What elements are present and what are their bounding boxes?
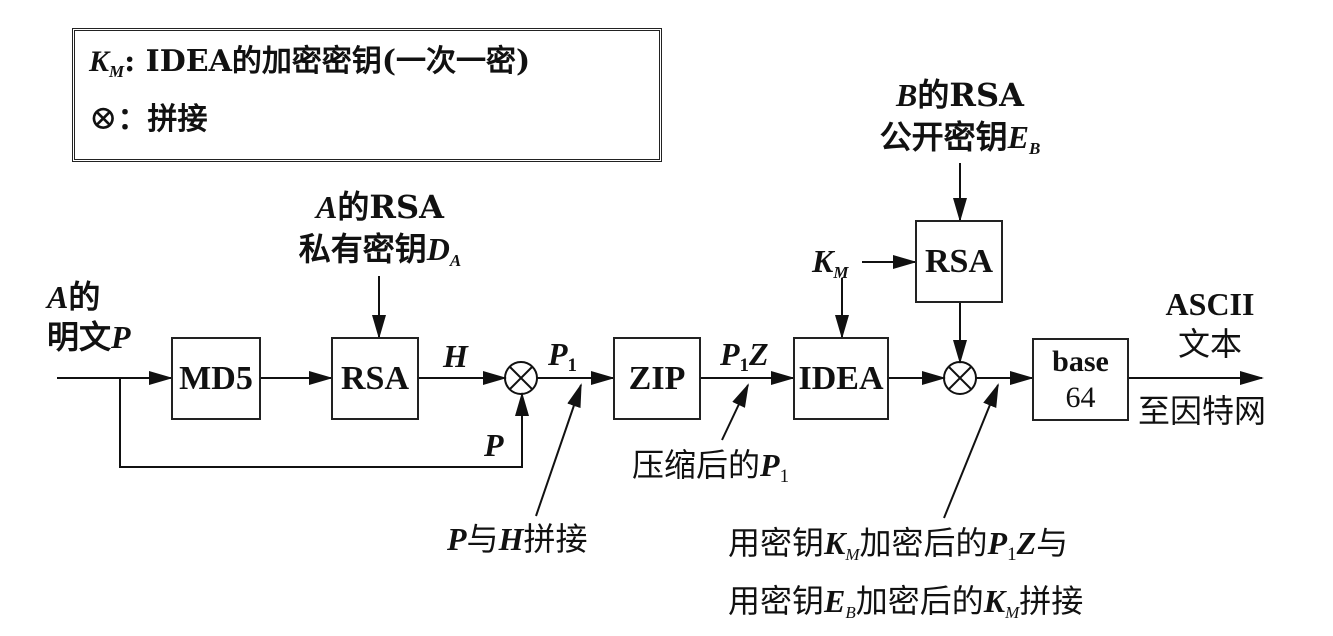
signal-h-label: H [443, 338, 468, 374]
wire-feedback-p [119, 378, 529, 468]
a-key-d: D [426, 231, 450, 267]
ann-f1-b: 加密后的 [859, 524, 988, 562]
legend-km-desc: : IDEA的加密密钥(一次一密) [124, 44, 531, 79]
rsa-encrypt-block: RSA [915, 220, 1003, 303]
idea-label: IDEA [798, 359, 884, 397]
pointer-final [943, 383, 999, 519]
b-key-sub: B [1029, 139, 1041, 158]
output-label-top: ASCII 文本 [1150, 284, 1270, 364]
base64-label-line1: base [1052, 344, 1109, 378]
legend-box: KM: IDEA的加密密钥(一次一密) ⊗：拼接 [72, 28, 662, 162]
pointer-compressed [721, 383, 749, 441]
legend-row-km: KM: IDEA的加密密钥(一次一密) [89, 39, 645, 95]
a-key-var: A [316, 189, 338, 225]
legend-km-sub: M [109, 62, 125, 81]
b-key-e: E [1007, 119, 1029, 155]
ann-h: H [498, 521, 524, 557]
km-var: K [812, 243, 834, 279]
rsa-encrypt-label: RSA [924, 242, 994, 280]
ann-f1-p: P [987, 525, 1008, 561]
a-plain-text1: 的 [68, 278, 101, 316]
p1-var: P [548, 336, 568, 372]
a-plain-p: P [111, 319, 131, 355]
annotation-compressed: 压缩后的P1 [632, 446, 789, 496]
ann-f2-esub: B [845, 603, 856, 622]
p1z-var: P [720, 336, 740, 372]
ann-f1-a: 用密钥 [728, 524, 825, 562]
legend-row-concat: ⊗：拼接 [89, 95, 645, 143]
rsa-sign-block: RSA [331, 337, 419, 420]
ann-f1-psub: 1 [1007, 544, 1017, 565]
b-key-text2: 公开密钥 [879, 118, 1008, 156]
signal-p-label: P [484, 427, 504, 463]
concat-icon: ⊗ [89, 98, 118, 138]
p1z-tail: Z [749, 336, 769, 372]
annotation-final: 用密钥KM加密后的P1Z与 用密钥EB加密后的KM拼接 [728, 520, 1083, 636]
a-plain-var: A [47, 279, 69, 315]
a-key-sub: A [449, 251, 462, 270]
p1z-sub: 1 [739, 355, 750, 376]
idea-block: IDEA [793, 337, 889, 420]
ann-f2-e: E [824, 583, 846, 619]
annotation-final-line1: 用密钥KM加密后的P1Z与 [728, 520, 1083, 578]
annotation-final-line2: 用密钥EB加密后的KM拼接 [728, 578, 1083, 636]
signal-p1z-label: P1Z [720, 335, 769, 385]
km-sub: M [833, 263, 849, 282]
ann-p: P [447, 521, 467, 557]
ann-compressed-sub: 1 [779, 466, 790, 487]
ann-f1-z: Z [1016, 525, 1037, 561]
rsa-sign-label: RSA [340, 359, 410, 397]
ann-f1-ksub: M [845, 545, 860, 564]
output-ascii: ASCII [1165, 286, 1255, 322]
b-public-key-label: B的RSA 公开密钥EB [860, 74, 1060, 170]
a-private-key-label: A的RSA 私有密钥DA [280, 186, 480, 282]
zip-label: ZIP [628, 359, 686, 397]
b-key-var: B [896, 77, 918, 113]
a-plaintext-label: A的 明文P [47, 277, 131, 357]
annotation-concat-ph: P与H拼接 [447, 520, 587, 558]
ann-concat: 拼接 [523, 520, 588, 558]
a-key-text2: 私有密钥 [298, 230, 427, 268]
ann-f2-a: 用密钥 [728, 582, 825, 620]
legend-concat-desc: ：拼接 [117, 102, 208, 137]
pointer-concat-ph [535, 383, 582, 517]
md5-block: MD5 [171, 337, 261, 420]
ann-f1-k: K [824, 525, 846, 561]
base64-block: base 64 [1032, 338, 1129, 421]
output-internet-label: 至因特网 [1138, 392, 1267, 430]
ann-f2-c: 拼接 [1019, 582, 1084, 620]
base64-label-line2: 64 [1065, 380, 1096, 414]
legend-km-symbol: K [89, 45, 110, 78]
ann-and: 与 [466, 520, 499, 558]
a-plain-text2: 明文 [47, 318, 112, 356]
ann-f2-b: 加密后的 [855, 582, 984, 620]
ann-compressed-text: 压缩后的 [632, 446, 761, 484]
ann-f1-c: 与 [1036, 524, 1069, 562]
md5-label: MD5 [179, 359, 253, 397]
ann-f2-k: K [983, 583, 1006, 619]
zip-block: ZIP [613, 337, 701, 420]
signal-p1-label: P1 [548, 335, 577, 385]
p1-sub: 1 [567, 355, 578, 376]
ann-compressed-p: P [760, 447, 780, 483]
km-input-label: KM [812, 242, 848, 292]
a-key-text1: 的RSA [337, 188, 444, 226]
output-text: 文本 [1177, 325, 1242, 363]
ann-f2-ksub: M [1005, 603, 1020, 622]
b-key-text1: 的RSA [917, 76, 1024, 114]
